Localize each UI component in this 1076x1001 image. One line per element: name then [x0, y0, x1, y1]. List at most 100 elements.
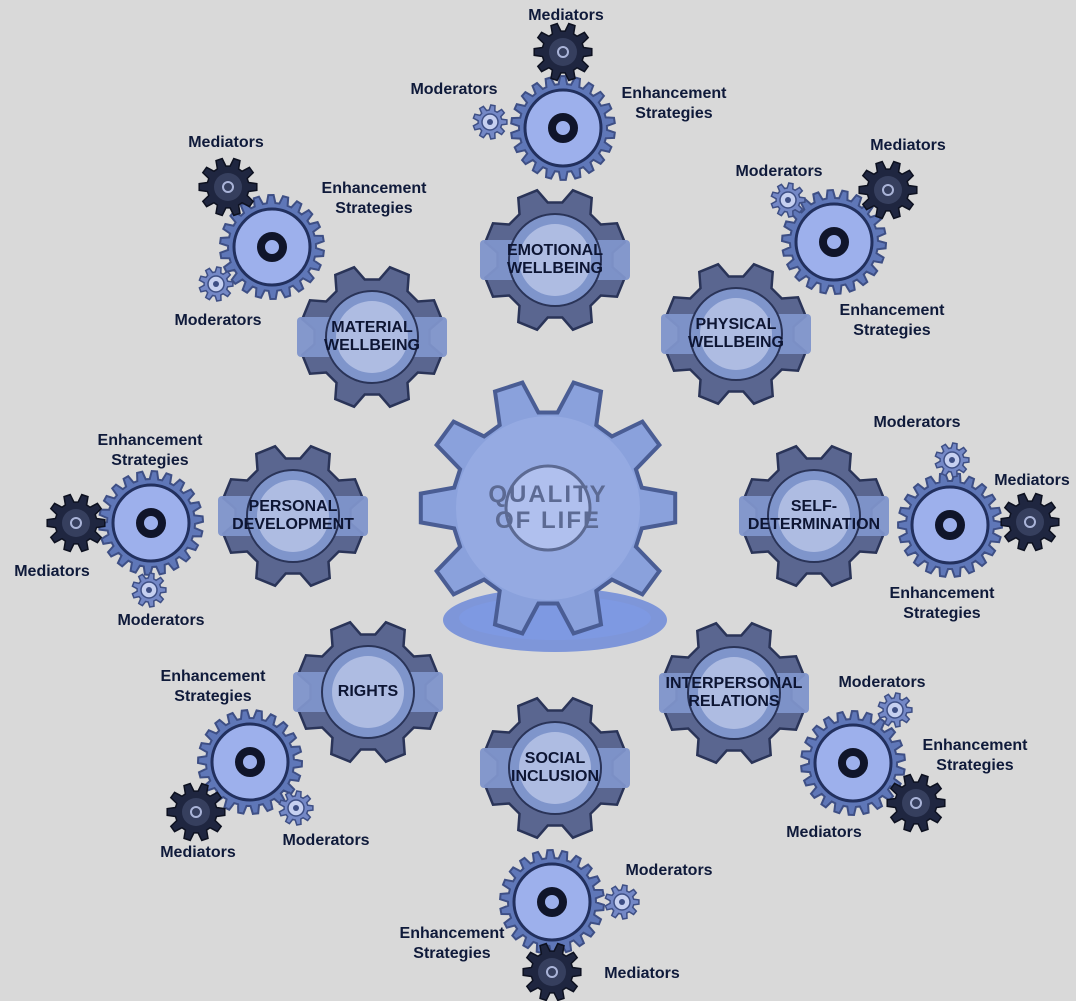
- self-determination-moderators-label-line-1: Moderators: [873, 414, 961, 431]
- center-gear-label: QUALITY OF LIFE: [488, 482, 607, 534]
- self-determination-mediators-gear-face: [1016, 508, 1044, 536]
- material-wellbeing-strategies-label-line-2: Strategies: [335, 200, 413, 217]
- material-wellbeing-label-line-2: WELLBEING: [324, 337, 420, 354]
- rights-moderators-gear-hub: [293, 805, 299, 811]
- interpersonal-relations-label-line-2: RELATIONS: [688, 693, 780, 710]
- material-wellbeing-mediators-label-line-1: Mediators: [188, 134, 264, 151]
- material-wellbeing-moderators-label: Moderators: [174, 311, 261, 331]
- self-determination-mediators-gear-hub: [1024, 516, 1036, 528]
- interpersonal-relations-mediators-label-line-1: Mediators: [786, 824, 862, 841]
- self-determination-gear-hole: [778, 480, 850, 552]
- rights-gear-hole: [332, 656, 404, 728]
- physical-wellbeing-label-line-2: WELLBEING: [688, 334, 784, 351]
- social-inclusion-strategies-label-line-2: Strategies: [413, 945, 491, 962]
- rights-moderators-label: Moderators: [282, 831, 369, 851]
- emotional-wellbeing-mediators-label: Mediators: [528, 6, 604, 26]
- social-inclusion-label-line-1: SOCIAL: [524, 750, 586, 767]
- personal-development-moderators-label: Moderators: [117, 611, 204, 631]
- interpersonal-relations-moderators-label-line-1: Moderators: [838, 674, 926, 691]
- emotional-wellbeing-moderators-label-line-1: Moderators: [410, 81, 498, 98]
- physical-wellbeing-gear-hole: [700, 298, 772, 370]
- emotional-wellbeing-strategies-gear-hub: [548, 113, 578, 143]
- physical-wellbeing-strategies-gear-face: [794, 202, 874, 282]
- center-label-line-1: QUALITY: [488, 481, 608, 508]
- material-wellbeing-mediators-label: Mediators: [188, 133, 264, 153]
- interpersonal-relations-mediators-gear-hub: [910, 797, 922, 809]
- self-determination-moderators-gear-hub: [949, 457, 955, 463]
- personal-development-gear-hole: [257, 480, 329, 552]
- rights-moderators-label-line-1: Moderators: [282, 832, 370, 849]
- material-wellbeing-strategies-label-line-1: Enhancement: [321, 180, 427, 197]
- personal-development-mediators-gear-hub: [70, 517, 82, 529]
- social-inclusion-moderators-gear-hub: [619, 899, 625, 905]
- material-wellbeing-moderators-label-line-1: Moderators: [174, 312, 262, 329]
- material-wellbeing-strategies-gear-hub: [257, 232, 287, 262]
- rights-strategies-label-line-1: Enhancement: [160, 668, 266, 685]
- personal-development-strategies-gear-face: [111, 483, 191, 563]
- emotional-wellbeing-strategies-gear-face: [523, 88, 603, 168]
- self-determination-moderators-label: Moderators: [873, 413, 960, 433]
- social-inclusion-strategies-gear-hub: [537, 887, 567, 917]
- personal-development-mediators-label-line-1: Mediators: [14, 563, 90, 580]
- emotional-wellbeing-strategies-label-line-2: Strategies: [635, 105, 713, 122]
- rights-mediators-label: Mediators: [160, 843, 236, 863]
- social-inclusion-strategies-gear-face: [512, 862, 592, 942]
- self-determination-label-line-1: SELF-: [790, 498, 838, 515]
- physical-wellbeing-moderators-gear-hub: [785, 197, 791, 203]
- physical-wellbeing-strategies-gear-hub: [819, 227, 849, 257]
- personal-development-moderators-label-line-1: Moderators: [117, 612, 205, 629]
- social-inclusion-mediators-label: Mediators: [604, 964, 680, 984]
- personal-development-label-line-1: PERSONAL: [248, 498, 338, 515]
- self-determination-strategies-gear-hub: [935, 510, 965, 540]
- physical-wellbeing-strategies-label-line-2: Strategies: [853, 322, 931, 339]
- social-inclusion-mediators-label-line-1: Mediators: [604, 965, 680, 982]
- social-inclusion-moderators-label-line-1: Moderators: [625, 862, 713, 879]
- personal-development-strategies-gear-hub: [136, 508, 166, 538]
- social-inclusion-moderators-label: Moderators: [625, 861, 712, 881]
- emotional-wellbeing-label-line-2: WELLBEING: [507, 260, 603, 277]
- center-label-line-2: OF LIFE: [494, 507, 601, 534]
- self-determination-label: SELF-DETERMINATION: [748, 498, 880, 534]
- rights-strategies-gear-hub: [235, 747, 265, 777]
- interpersonal-relations-moderators-gear-hub: [892, 707, 898, 713]
- material-wellbeing-moderators-gear-hub: [213, 281, 219, 287]
- personal-development-strategies-label-line-2: Strategies: [111, 452, 189, 469]
- emotional-wellbeing-gear-hole: [519, 224, 591, 296]
- material-wellbeing-gear-hole: [336, 301, 408, 373]
- material-wellbeing-label-line-1: MATERIAL: [331, 319, 413, 336]
- interpersonal-relations-strategies-gear-face: [813, 723, 893, 803]
- physical-wellbeing-moderators-label-line-1: Moderators: [735, 163, 823, 180]
- self-determination-mediators-label: Mediators: [994, 471, 1070, 491]
- personal-development-label-line-2: DEVELOPMENT: [232, 516, 354, 533]
- rights-label: RIGHTS: [338, 683, 398, 701]
- personal-development-mediators-gear-face: [62, 509, 90, 537]
- rights-mediators-label-line-1: Mediators: [160, 844, 236, 861]
- physical-wellbeing-strategies-label-line-1: Enhancement: [839, 302, 945, 319]
- self-determination-label-line-2: DETERMINATION: [747, 516, 881, 533]
- rights-mediators-gear-hub: [190, 806, 202, 818]
- emotional-wellbeing-strategies-label-line-1: Enhancement: [621, 85, 727, 102]
- physical-wellbeing-mediators-label: Mediators: [870, 136, 946, 156]
- material-wellbeing-strategies-gear-face: [232, 207, 312, 287]
- interpersonal-relations-strategies-label-line-1: Enhancement: [922, 737, 1028, 754]
- emotional-wellbeing-moderators-label: Moderators: [410, 80, 497, 100]
- material-wellbeing-mediators-gear-face: [214, 173, 242, 201]
- self-determination-strategies-label-line-1: Enhancement: [889, 585, 995, 602]
- interpersonal-relations-strategies-gear-hub: [838, 748, 868, 778]
- center-gear-hub: [504, 464, 592, 552]
- emotional-wellbeing-mediators-gear-face: [549, 38, 577, 66]
- interpersonal-relations-mediators-label: Mediators: [786, 823, 862, 843]
- personal-development-moderators-gear-hub: [146, 587, 152, 593]
